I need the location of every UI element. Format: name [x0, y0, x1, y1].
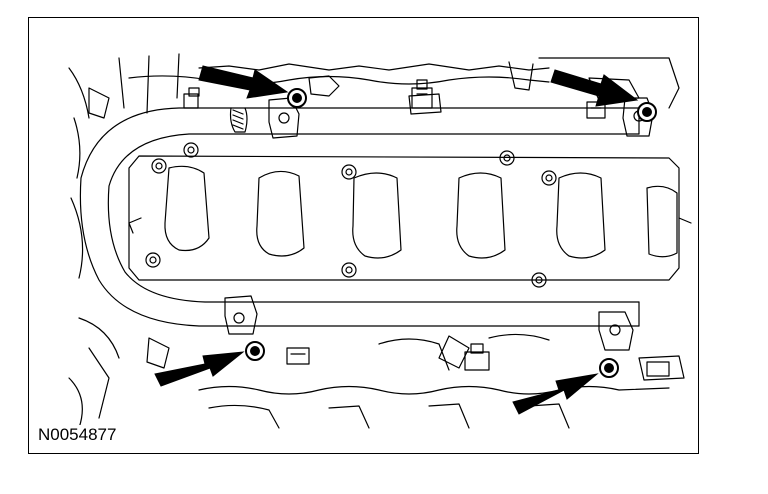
fuel-injector-connector-1 — [183, 87, 200, 109]
bolt-bottom-right — [599, 358, 619, 378]
rail-bracket-bottom-left — [224, 295, 258, 335]
callout-arrow-top-left — [198, 65, 289, 99]
bolt-top-right — [637, 102, 657, 122]
bolt-top-left — [287, 88, 307, 108]
fuel-injector-connector-4 — [286, 347, 310, 365]
callout-arrow-bottom-right — [512, 373, 599, 415]
fuel-injector-connector-6 — [646, 361, 670, 377]
bolt-bottom-left — [245, 341, 265, 361]
rail-bracket-bottom-right — [598, 311, 634, 351]
fuel-injector-connector-5 — [464, 343, 490, 371]
hose-clamp-spring — [229, 107, 248, 133]
figure-frame: N0054877 — [28, 17, 699, 454]
engine-illustration — [68, 53, 692, 429]
intake-manifold-gasket — [128, 142, 692, 288]
callout-arrow-top-right — [550, 69, 639, 107]
figure-id-label: N0054877 — [35, 425, 120, 445]
callout-arrow-bottom-left — [154, 351, 245, 387]
fuel-rail — [79, 107, 640, 327]
